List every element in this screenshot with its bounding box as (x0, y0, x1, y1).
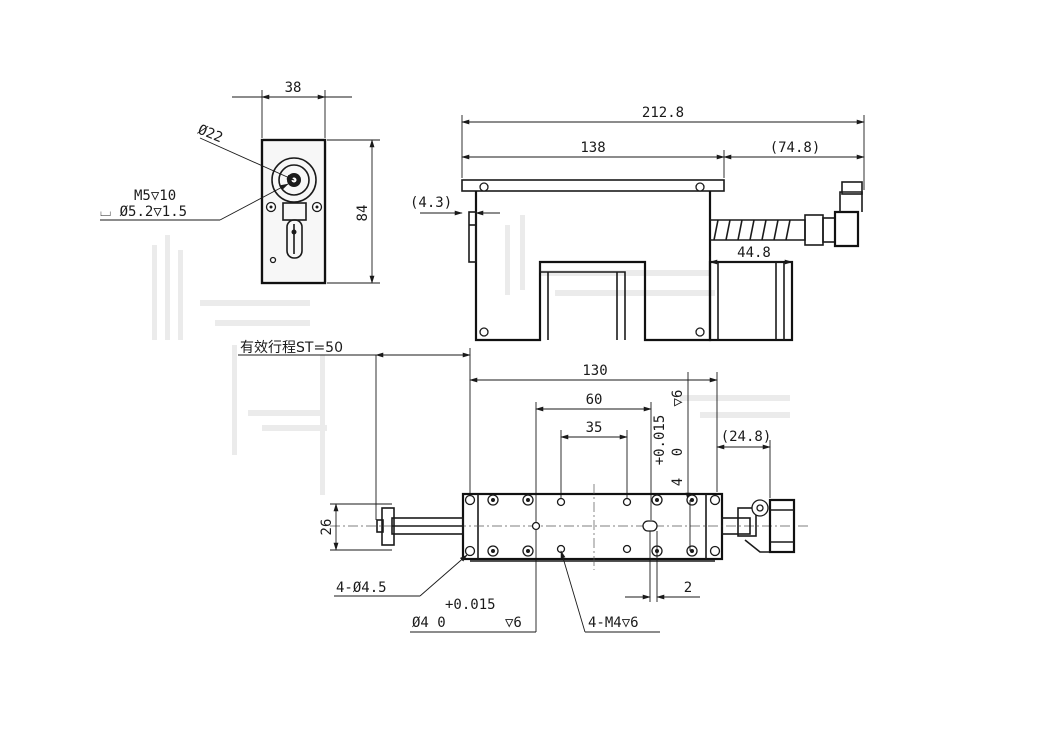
dim-35: 35 (586, 420, 603, 436)
dim-4-m4-thread: 4-M4▽6 (588, 615, 639, 631)
dim-138: 138 (580, 140, 605, 156)
tol-bottom-upper: +0.015 (445, 597, 496, 613)
dim-84: 84 (355, 205, 371, 222)
dim-44-8: 44.8 (737, 245, 771, 261)
dim-212-8: 212.8 (642, 105, 684, 121)
dim-4-3: (4.3) (410, 195, 452, 211)
dim-2: 2 (684, 580, 692, 596)
dim-diameter-22: Ø22 (196, 122, 225, 146)
top-view: 有效行程ST=50 130 60 35 +0.015 0 4 ▽6 (24.8) (238, 340, 810, 633)
tol-vertical-depth: ▽6 (670, 390, 686, 407)
screw-thread (713, 219, 791, 241)
end-view-bore (271, 157, 317, 203)
tol-vertical-base: 4 (670, 478, 686, 486)
dim-74-8: (74.8) (770, 140, 821, 156)
dim-60: 60 (586, 392, 603, 408)
dim-4-holes-4-5: 4-Ø4.5 (336, 580, 387, 596)
tol-vertical-upper: +0.015 (652, 415, 668, 466)
mounting-holes (464, 494, 721, 557)
dim-130: 130 (582, 363, 607, 379)
tol-bottom-base: Ø4 0 (412, 615, 446, 631)
dim-38: 38 (285, 80, 302, 96)
stroke-label: 有效行程ST=50 (240, 340, 343, 356)
side-view: 212.8 138 (74.8) (4.3) 44.8 (410, 105, 865, 342)
dim-24-8: (24.8) (721, 429, 772, 445)
end-view: 38 84 Ø22 M5▽10 ⌴ Ø5.2▽1.5 (100, 80, 380, 285)
tol-vertical-lower: 0 (670, 448, 686, 456)
tol-bottom-depth: ▽6 (505, 615, 522, 631)
dim-counterbore: ⌴ Ø5.2▽1.5 (100, 204, 187, 220)
dim-26: 26 (319, 519, 335, 536)
dim-m5-thread: M5▽10 (134, 188, 176, 204)
